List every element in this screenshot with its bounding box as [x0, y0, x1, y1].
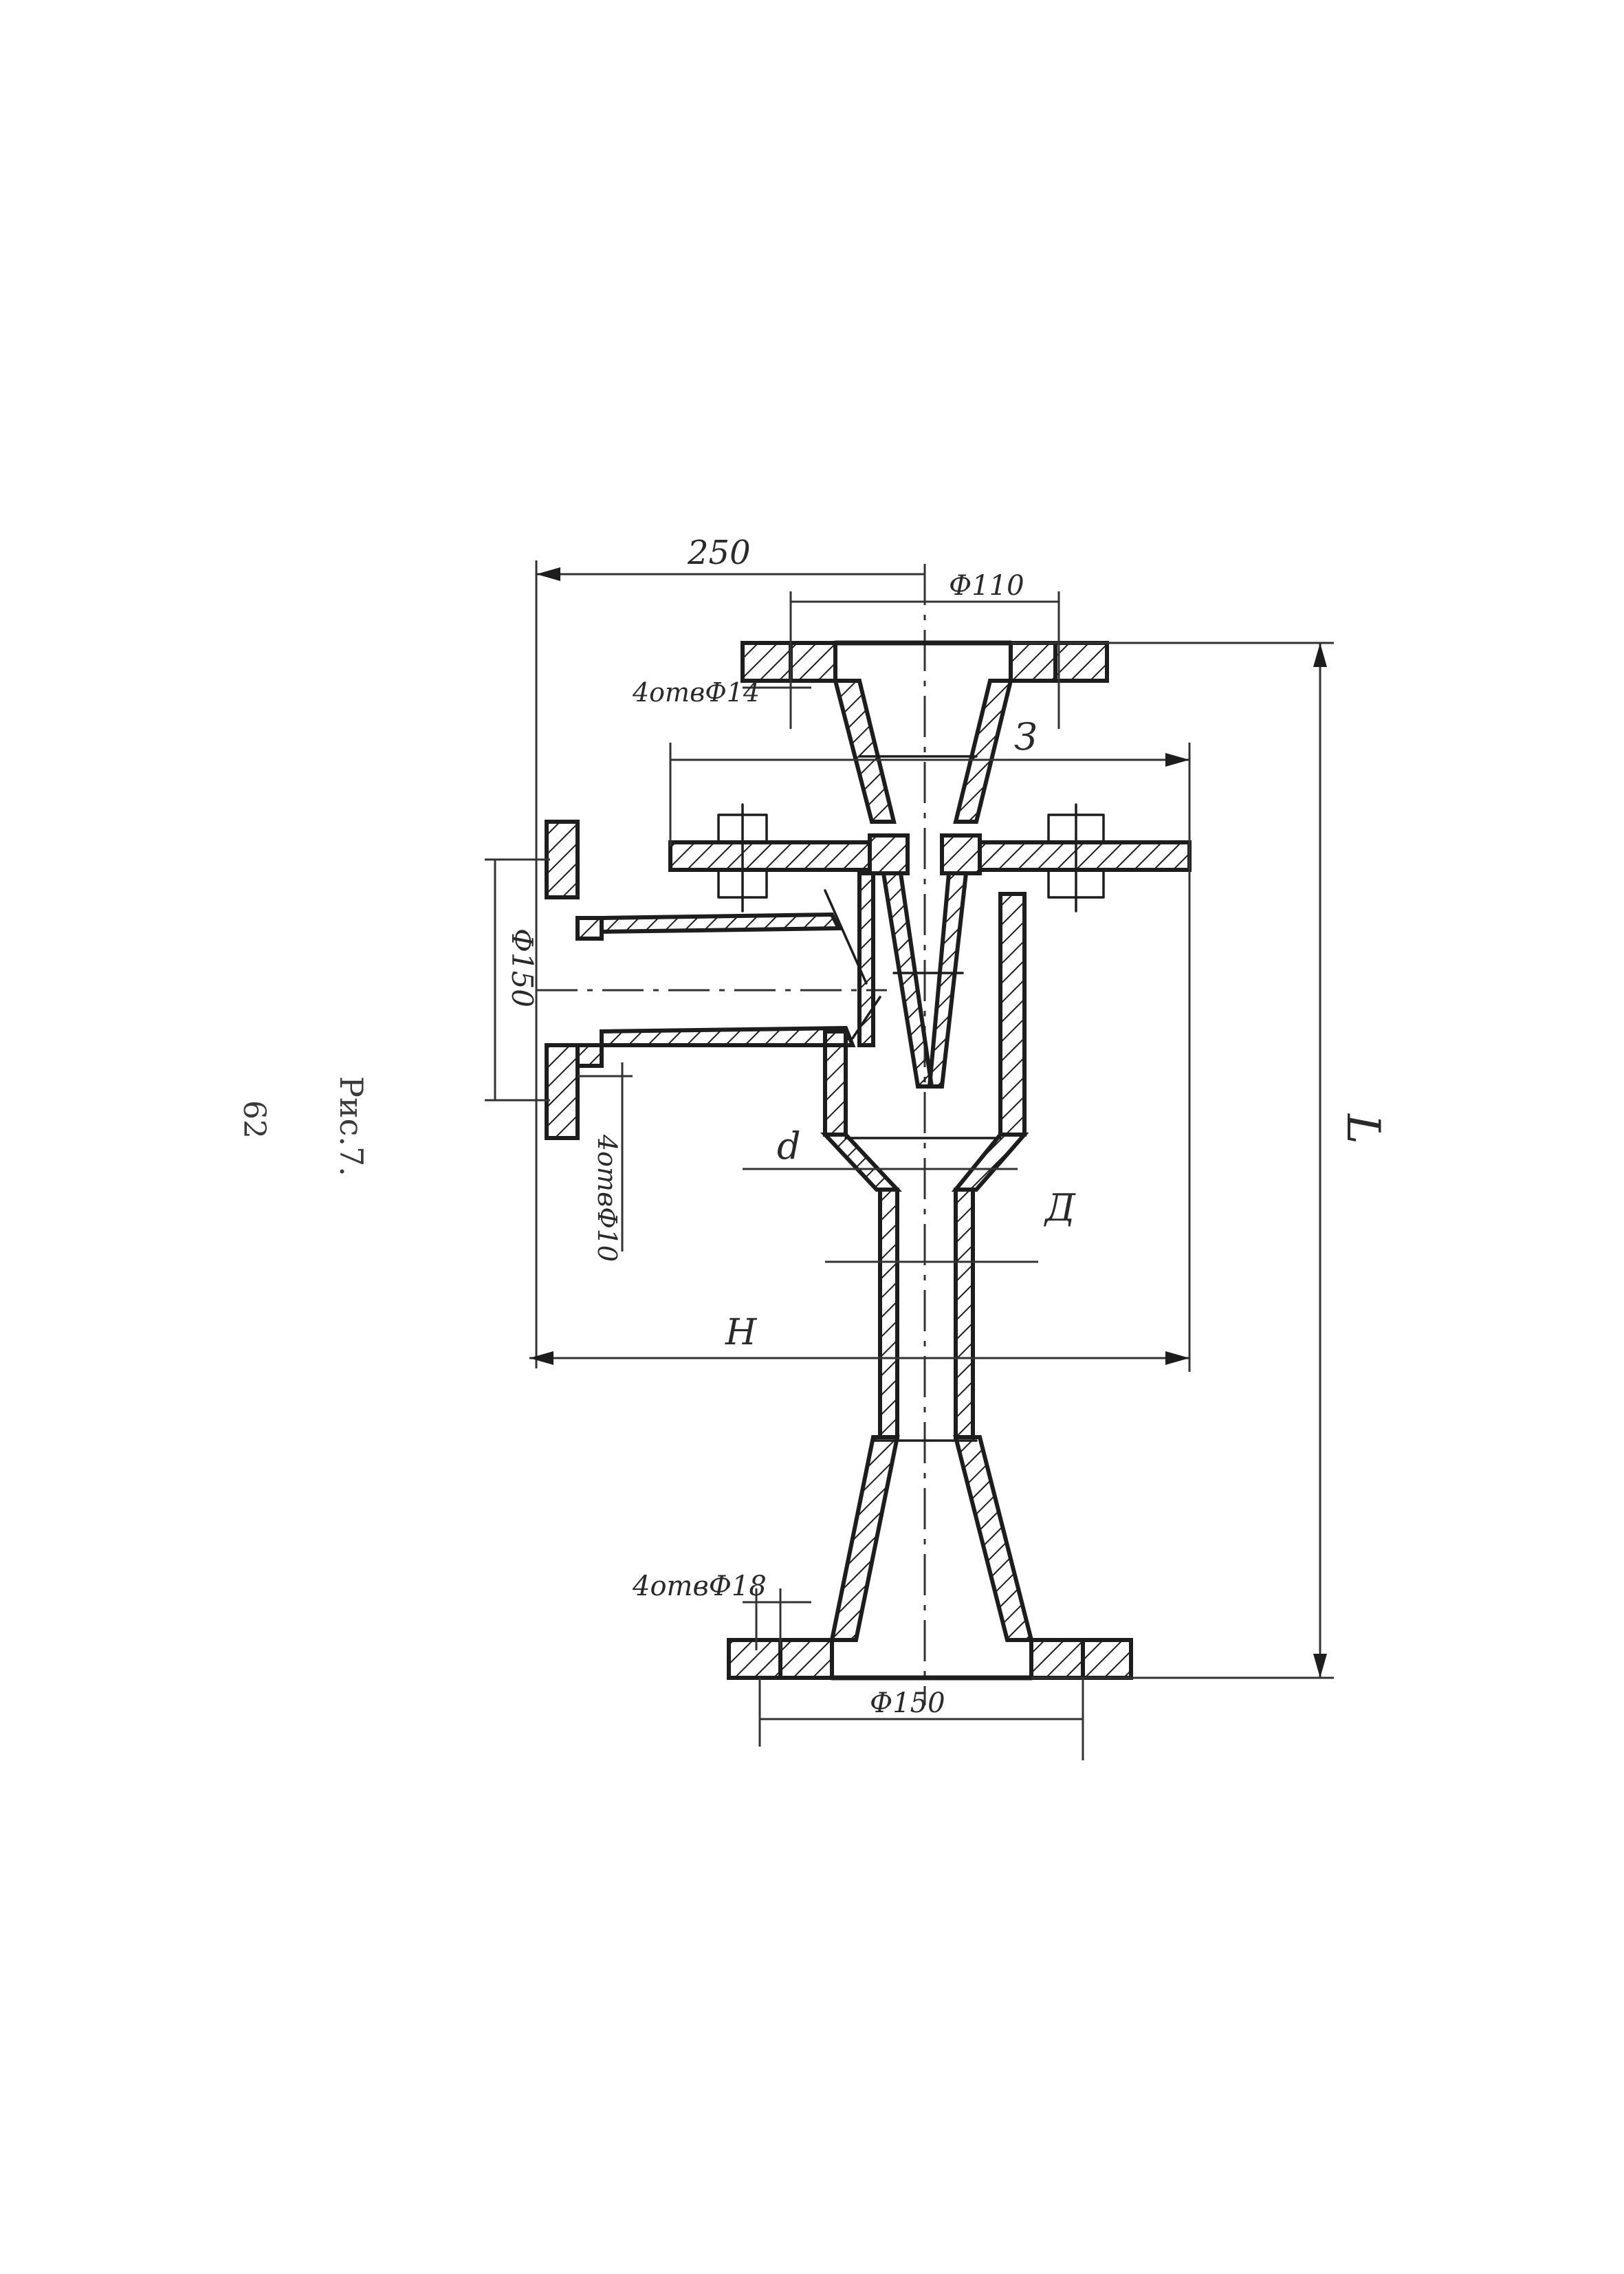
dim-L: [1011, 642, 1334, 1679]
label-top-110: Ф110: [949, 570, 1024, 602]
nozzle: [881, 871, 969, 1089]
throat: [878, 1188, 975, 1439]
label-side-150: Ф150: [505, 928, 539, 1007]
upper-cone: [833, 679, 1013, 824]
dim-holes-18: [743, 1588, 811, 1650]
diffuser: [829, 1435, 1034, 1642]
dim-holes-14: [743, 681, 811, 729]
dim-250: [535, 560, 925, 1368]
bottom-flange: [727, 1638, 1133, 1681]
dim-H: [529, 846, 1191, 1372]
label-250: 250: [687, 534, 751, 572]
label-D: Д: [1044, 1186, 1076, 1229]
page-number: 62: [237, 1100, 272, 1139]
label-bottom-150: Ф150: [870, 1687, 945, 1719]
middle-flange: [668, 803, 1192, 912]
dim-side-150: [485, 858, 550, 1102]
label-holes-10: 4отвФ10: [592, 1134, 622, 1262]
dim-bottom-150: [758, 1678, 1084, 1760]
label-z: З: [1014, 715, 1038, 758]
mixing-chamber: [820, 871, 1029, 1192]
label-L: L: [1337, 1113, 1390, 1144]
label-holes-14: 4отвФ14: [632, 677, 760, 708]
side-inlet: [545, 820, 881, 1140]
figure-caption: Рис.7.: [333, 1076, 370, 1177]
label-d: d: [777, 1124, 801, 1168]
dim-holes-10: [578, 1062, 633, 1251]
label-H: Н: [725, 1312, 758, 1353]
label-holes-18: 4отвФ18: [632, 1571, 767, 1602]
dim-z: [669, 743, 1191, 846]
